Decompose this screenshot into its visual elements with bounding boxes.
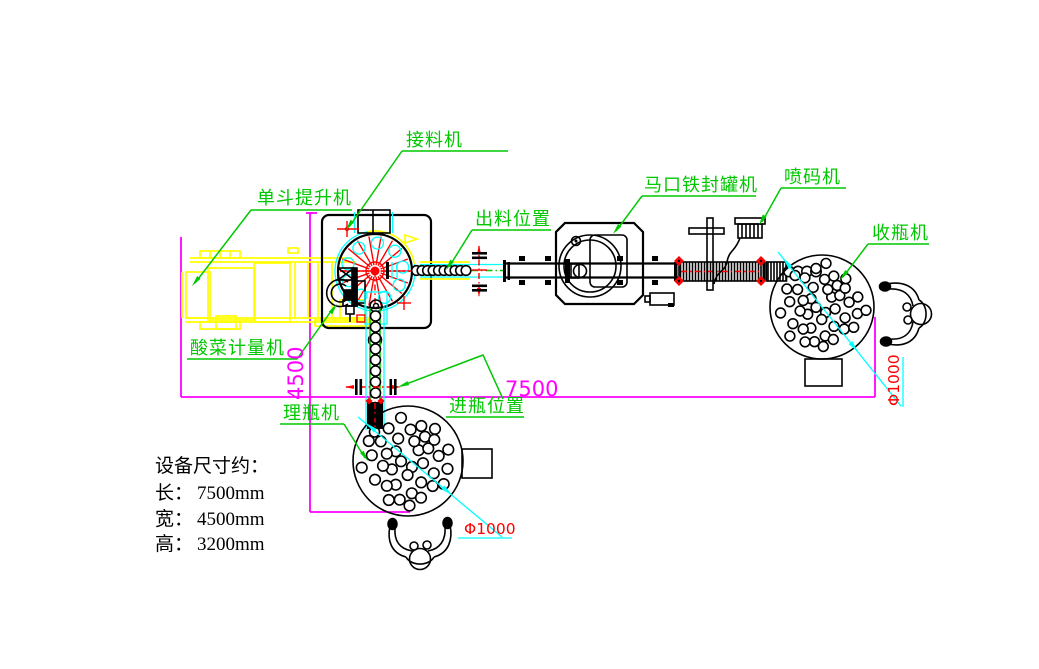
callout-bottle-collector: 收瓶机 bbox=[840, 223, 929, 280]
arrowhead bbox=[346, 219, 355, 230]
dim-width: 4500 bbox=[284, 347, 308, 400]
size-note-length-name: 长： bbox=[155, 482, 193, 504]
callout-inkjet-coder: 喷码机 bbox=[759, 167, 846, 225]
size-note-width-value: 4500mm bbox=[197, 509, 265, 530]
label-pickle-meter: 酸菜计量机 bbox=[190, 338, 285, 359]
dim-length: 7500 bbox=[505, 377, 558, 401]
arrowhead bbox=[613, 224, 622, 234]
filler-axis-mark bbox=[337, 221, 359, 237]
label-bucket-elevator: 单斗提升机 bbox=[257, 188, 352, 209]
size-note-width-name: 宽： bbox=[155, 508, 193, 530]
receiver-box bbox=[353, 209, 394, 234]
flow-direction-triangle bbox=[404, 233, 420, 245]
arrowhead bbox=[192, 276, 201, 286]
label-bottle-collector: 收瓶机 bbox=[872, 223, 929, 244]
label-bottle-inlet: 进瓶位置 bbox=[449, 396, 525, 417]
callout-can-seamer: 马口铁封罐机 bbox=[613, 175, 758, 234]
dim-unscrambler-diameter: Φ1000 bbox=[464, 520, 516, 538]
bottle-unscrambler-table bbox=[352, 405, 512, 539]
bottle-inlet-marker bbox=[345, 379, 401, 395]
pickle-metering-mechanism bbox=[325, 267, 366, 322]
label-discharge-position: 出料位置 bbox=[475, 209, 551, 230]
label-bottle-unscrambler: 理瓶机 bbox=[283, 403, 340, 424]
chain-end-markers bbox=[674, 256, 766, 286]
size-note-height-name: 高： bbox=[155, 533, 193, 555]
callout-discharge-position: 出料位置 bbox=[446, 209, 551, 270]
callout-bucket-elevator: 单斗提升机 bbox=[192, 188, 352, 286]
label-can-seamer: 马口铁封罐机 bbox=[644, 175, 758, 196]
size-note-block: 设备尺寸约： 长： 7500mm 宽： 4500mm 高： 3200mm bbox=[155, 455, 269, 555]
size-note-height-value: 3200mm bbox=[197, 534, 265, 555]
coder-stand bbox=[688, 217, 725, 291]
bucket-elevator-machine bbox=[181, 247, 376, 330]
coder-cable bbox=[713, 237, 741, 285]
operator-figure-bottom bbox=[387, 516, 453, 571]
operator-figure-right bbox=[878, 281, 933, 347]
arrowhead bbox=[398, 381, 410, 387]
discharge-conveyor bbox=[410, 245, 678, 297]
bottle-collector-table bbox=[769, 251, 904, 407]
seamer-head bbox=[589, 234, 628, 288]
callout-bottle-inlet: 进瓶位置 bbox=[398, 354, 525, 418]
arrowhead bbox=[446, 259, 454, 270]
arrowhead bbox=[328, 304, 337, 315]
infeed-hatch-section bbox=[367, 402, 383, 429]
size-note-length-value: 7500mm bbox=[197, 483, 265, 504]
can-seamer-machine bbox=[554, 221, 675, 307]
inkjet-coder-device bbox=[713, 217, 766, 285]
callout-receiver: 接料机 bbox=[346, 130, 508, 230]
callout-pickle-meter: 酸菜计量机 bbox=[187, 304, 337, 360]
label-receiver: 接料机 bbox=[406, 130, 463, 151]
unscrambler-diameter-dim bbox=[357, 416, 512, 539]
infeed-conveyor bbox=[345, 306, 401, 438]
arrowhead bbox=[840, 270, 849, 280]
arrowhead bbox=[360, 450, 368, 461]
arrowhead bbox=[759, 214, 767, 225]
discharge-position-marker bbox=[471, 245, 487, 297]
collector-diameter-dim bbox=[777, 251, 904, 407]
small-axis-mark bbox=[397, 296, 411, 310]
seamer-frame bbox=[554, 221, 645, 306]
callout-bottle-unscrambler: 理瓶机 bbox=[280, 403, 368, 461]
label-inkjet-coder: 喷码机 bbox=[784, 167, 841, 188]
dim-collector-diameter: Φ1000 bbox=[885, 354, 903, 406]
size-note-heading: 设备尺寸约： bbox=[155, 455, 269, 477]
